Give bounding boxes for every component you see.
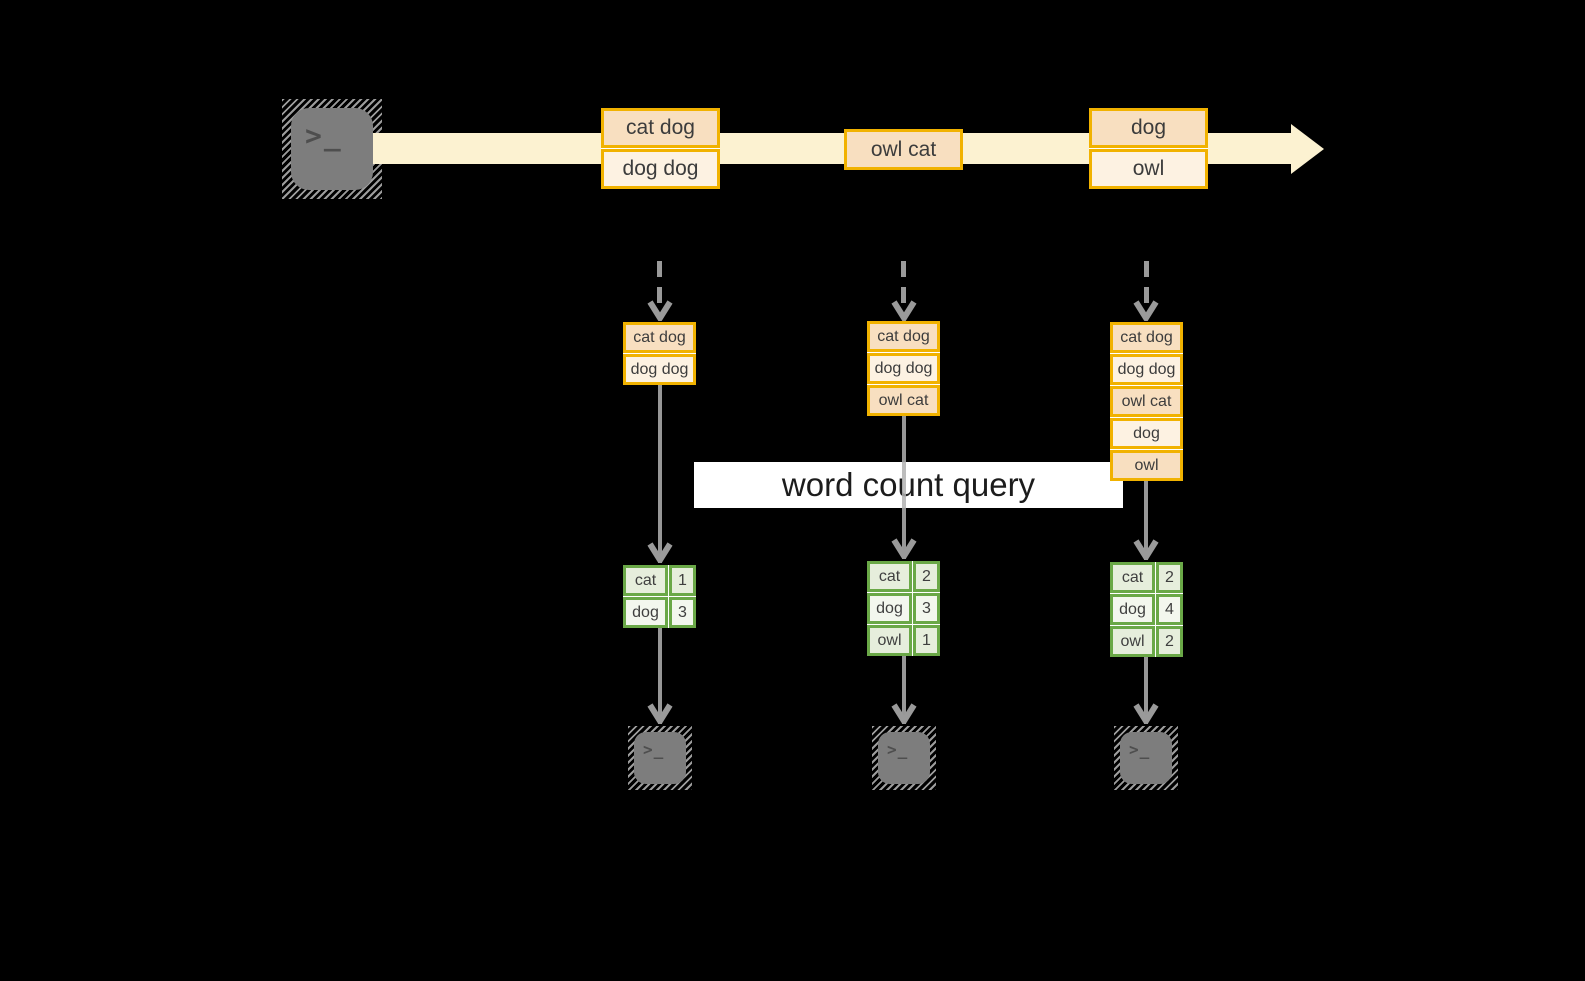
terminal-screen: >_ <box>291 108 373 190</box>
batch-line: cat dog <box>1110 322 1183 353</box>
event-line: cat dog <box>601 108 720 148</box>
count-value: 2 <box>1156 562 1183 593</box>
batch-line: owl <box>1110 450 1183 481</box>
terminal-prompt-glyph: >_ <box>305 119 343 152</box>
connector-line <box>901 656 906 724</box>
dashed-arrow-line <box>901 261 906 303</box>
arrowhead-icon <box>646 542 673 563</box>
arrowhead-icon <box>646 703 673 724</box>
stream-event-box-3: dog owl <box>1089 108 1208 189</box>
event-line: owl cat <box>844 129 963 170</box>
batch-line: dog dog <box>623 354 696 385</box>
arrowhead-icon <box>1133 300 1159 321</box>
word-count-table-3: cat 2 dog 4 owl 2 <box>1110 562 1183 657</box>
count-word: dog <box>623 597 668 628</box>
count-word: owl <box>867 625 912 656</box>
batch-line: owl cat <box>1110 386 1183 417</box>
count-row: cat 1 <box>623 565 696 596</box>
query-banner: word count query <box>694 462 1123 508</box>
micro-batch-stack-2: cat dog dog dog owl cat <box>867 321 940 416</box>
output-terminal-icon-1: >_ <box>628 726 692 790</box>
query-banner-label: word count query <box>781 466 1036 503</box>
terminal-screen: >_ <box>634 732 686 784</box>
connector-line <box>1144 657 1148 724</box>
connector-line <box>657 628 662 724</box>
output-terminal-icon-3: >_ <box>1114 726 1178 790</box>
count-row: dog 3 <box>867 593 940 624</box>
stream-event-box-2: owl cat <box>844 129 963 170</box>
batch-line: cat dog <box>867 321 940 352</box>
count-value: 3 <box>913 593 940 624</box>
terminal-prompt-glyph: >_ <box>1129 740 1151 759</box>
count-row: dog 3 <box>623 597 696 628</box>
count-value: 4 <box>1156 594 1183 625</box>
count-word: owl <box>1110 626 1155 657</box>
count-value: 1 <box>669 565 696 596</box>
event-line: dog dog <box>601 149 720 189</box>
count-row: cat 2 <box>867 561 940 592</box>
stream-arrowhead-icon <box>1291 124 1324 174</box>
word-count-table-1: cat 1 dog 3 <box>623 565 696 628</box>
arrowhead-icon <box>646 300 673 321</box>
batch-line: dog dog <box>1110 354 1183 385</box>
micro-batch-stack-3: cat dog dog dog owl cat dog owl <box>1110 322 1183 481</box>
count-row: cat 2 <box>1110 562 1183 593</box>
count-word: cat <box>623 565 668 596</box>
count-value: 1 <box>913 625 940 656</box>
count-word: dog <box>867 593 912 624</box>
terminal-prompt-glyph: >_ <box>887 740 909 759</box>
dashed-arrow-line <box>657 261 662 303</box>
dashed-arrow-line <box>1143 261 1149 303</box>
count-row: owl 1 <box>867 625 940 656</box>
micro-batch-stack-1: cat dog dog dog <box>623 322 696 385</box>
count-row: owl 2 <box>1110 626 1183 657</box>
connector-line <box>657 385 662 563</box>
batch-line: cat dog <box>623 322 696 353</box>
source-terminal-icon: >_ <box>282 99 382 199</box>
count-value: 3 <box>669 597 696 628</box>
stream-event-box-1: cat dog dog dog <box>601 108 720 189</box>
count-word: cat <box>867 561 912 592</box>
word-count-table-2: cat 2 dog 3 owl 1 <box>867 561 940 656</box>
count-value: 2 <box>1156 626 1183 657</box>
terminal-screen: >_ <box>1120 732 1172 784</box>
count-word: cat <box>1110 562 1155 593</box>
count-word: dog <box>1110 594 1155 625</box>
arrowhead-icon <box>1133 703 1159 724</box>
count-value: 2 <box>913 561 940 592</box>
terminal-prompt-glyph: >_ <box>643 740 665 759</box>
count-row: dog 4 <box>1110 594 1183 625</box>
connector-line <box>901 416 906 559</box>
output-terminal-icon-2: >_ <box>872 726 936 790</box>
connector-line <box>1144 481 1148 560</box>
event-line: owl <box>1089 149 1208 189</box>
arrowhead-icon <box>890 300 917 321</box>
arrowhead-icon <box>890 538 917 559</box>
arrowhead-icon <box>890 703 917 724</box>
terminal-screen: >_ <box>878 732 930 784</box>
batch-line: owl cat <box>867 385 940 416</box>
arrowhead-icon <box>1133 539 1159 560</box>
event-line: dog <box>1089 108 1208 148</box>
batch-line: dog <box>1110 418 1183 449</box>
batch-line: dog dog <box>867 353 940 384</box>
